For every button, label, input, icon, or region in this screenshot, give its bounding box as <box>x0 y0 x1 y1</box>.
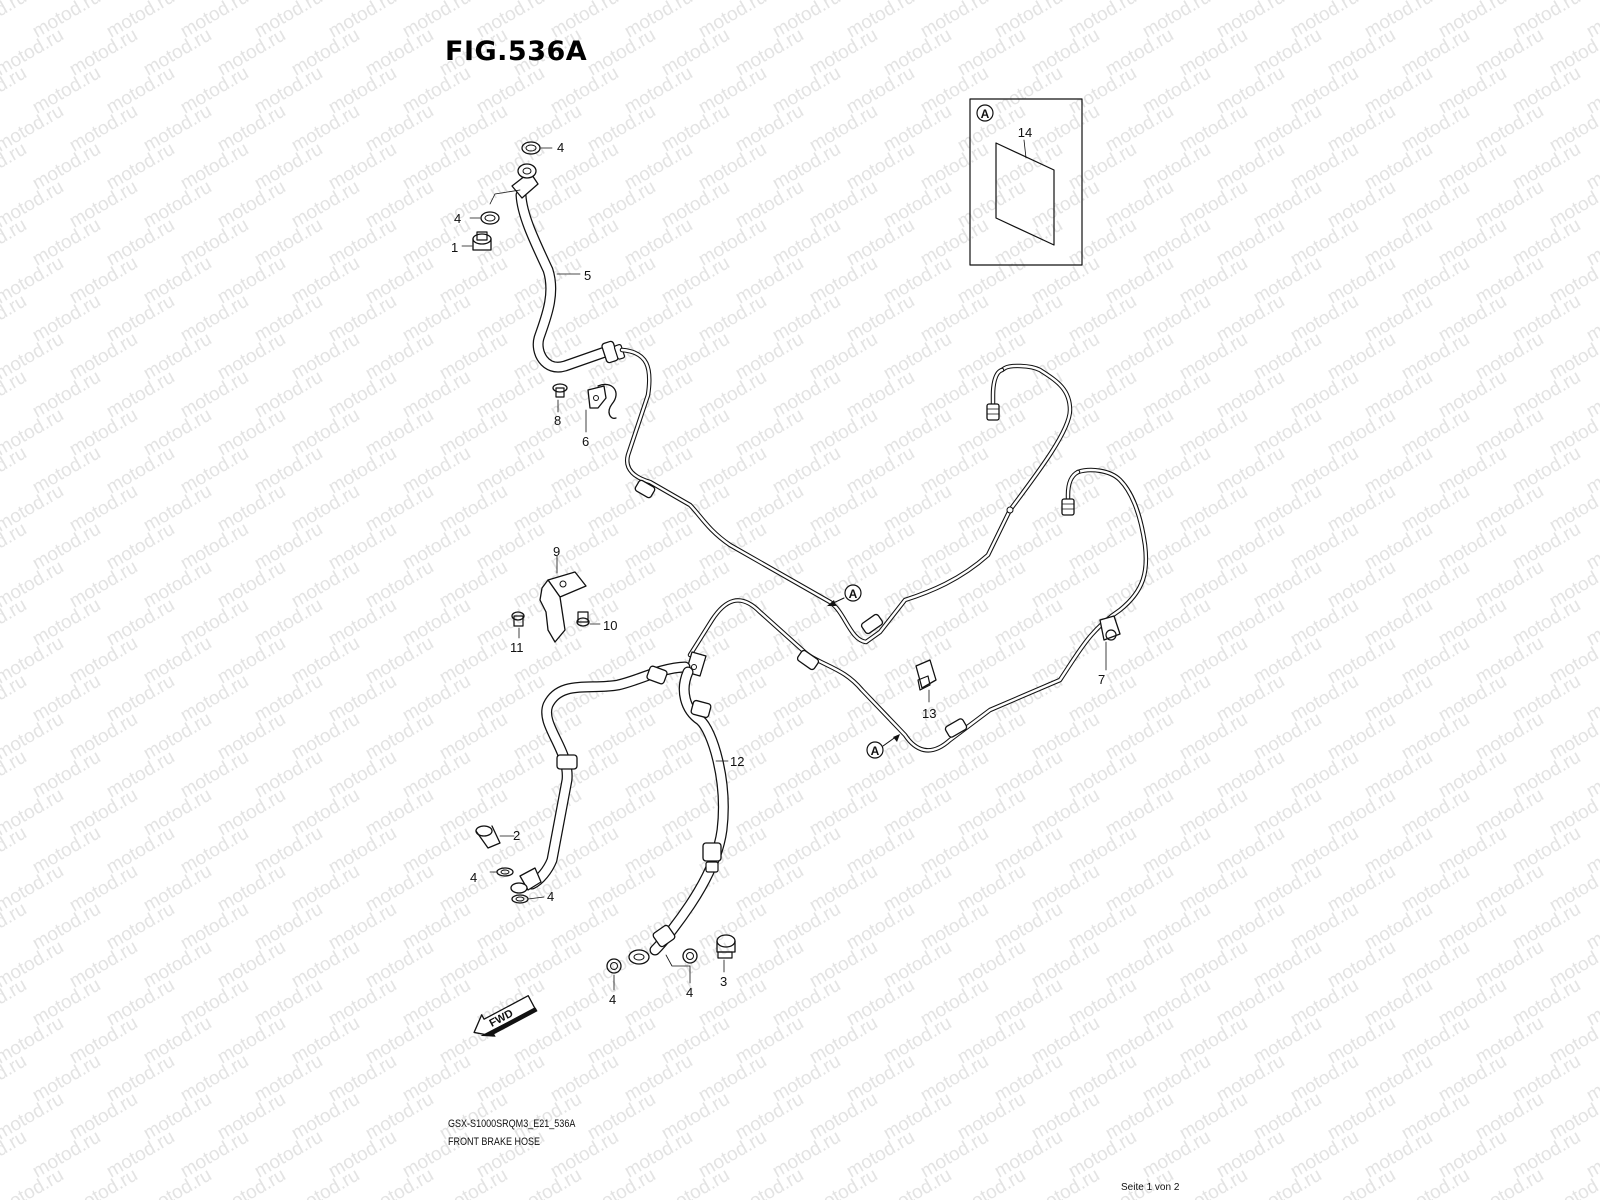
lower-right-hose <box>628 666 729 965</box>
banjo-bolt-3 <box>716 934 736 973</box>
banjo-bolt-2 <box>475 825 515 849</box>
callout-4-top: 4 <box>557 140 564 155</box>
figure-caption: FRONT BRAKE HOSE <box>448 1136 541 1148</box>
callout-2: 2 <box>513 828 520 843</box>
fwd-arrow-icon <box>473 995 538 1037</box>
brake-pipe-second <box>687 467 1149 753</box>
callout-6: 6 <box>582 434 589 449</box>
callout-4-mid-right: 4 <box>547 889 554 904</box>
ref-arrow-a1 <box>827 597 845 606</box>
bracket-8 <box>539 555 587 643</box>
callout-10: 11 <box>510 640 524 655</box>
bolt-7 <box>552 383 568 398</box>
page-indicator: Seite 1 von 2 <box>1121 1182 1180 1193</box>
callout-4-left-top: 4 <box>454 211 461 226</box>
lower-left-hose <box>510 661 691 894</box>
callout-7: 8 <box>554 413 561 428</box>
callout-12: 13 <box>922 706 936 721</box>
inset-box: A 14 <box>969 98 1083 266</box>
brake-pipe-main <box>619 347 1073 645</box>
inset-marker: A <box>981 107 990 121</box>
clip-12 <box>915 659 937 703</box>
banjo-bolt-1 <box>461 231 492 251</box>
callout-14: 14 <box>1018 125 1032 140</box>
ref-marker-a1: A <box>849 587 858 601</box>
callout-5: 5 <box>584 268 591 283</box>
callout-9: 10 <box>603 618 617 633</box>
callout-4-bottom-mid: 4 <box>686 985 693 1000</box>
callout-1: 1 <box>451 240 458 255</box>
callout-4-mid-left: 4 <box>470 870 477 885</box>
ref-arrow-a2 <box>882 734 900 747</box>
bolt-9 <box>576 611 601 627</box>
upper-brake-hose <box>511 163 626 373</box>
figure-title: FIG.536A <box>445 36 588 67</box>
callout-3: 3 <box>720 974 727 989</box>
callout-4-bottom-left: 4 <box>609 992 616 1007</box>
bolt-10 <box>511 611 525 639</box>
callout-13: 7 <box>1098 672 1105 687</box>
ref-marker-a2: A <box>871 744 880 758</box>
model-code: GSX-S1000SRQM3_E21_536A <box>448 1118 576 1130</box>
clamp-6 <box>587 383 617 419</box>
clip-13 <box>1099 615 1121 671</box>
callout-8: 9 <box>553 544 560 559</box>
callout-11: 12 <box>730 754 744 769</box>
item-14-seal-sheet <box>995 142 1055 246</box>
